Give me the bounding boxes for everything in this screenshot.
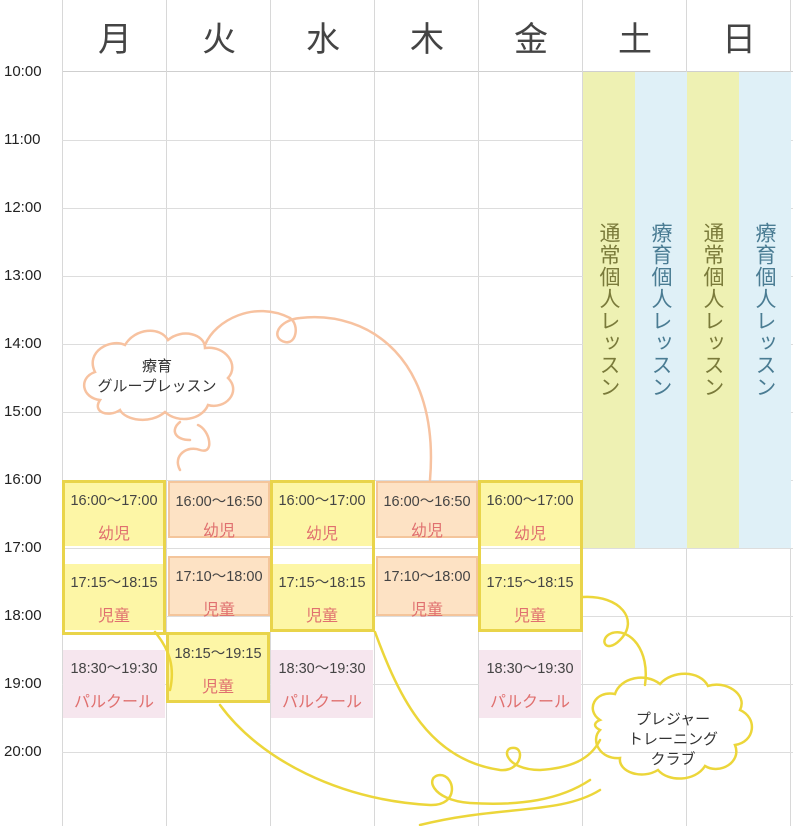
slot-time: 16:00〜16:50: [383, 494, 471, 510]
wed-slot-child[interactable]: 17:15〜18:15 児童: [271, 564, 373, 630]
mon-slot-infant[interactable]: 16:00〜17:00 幼児: [63, 482, 165, 546]
pleasure-cloud-outline: [591, 672, 754, 780]
slot-time: 17:10〜18:00: [175, 569, 263, 585]
time-label: 13:00: [4, 267, 42, 284]
slot-class: 児童: [97, 608, 130, 625]
fri-pleasure-outline: [478, 480, 583, 632]
sat-therapy-lesson-label: 療育個人レッスン: [649, 222, 673, 398]
slot-time: 18:30〜19:30: [278, 661, 366, 677]
thu-slot-infant[interactable]: 16:00〜16:50 幼児: [376, 481, 478, 540]
time-label: 12:00: [4, 199, 42, 216]
time-label: 11:00: [4, 131, 41, 148]
day-header-thu: 木: [410, 19, 444, 60]
slot-time: 16:00〜16:50: [175, 494, 263, 510]
fri-slot-parkour[interactable]: 18:30〜19:30 パルクール: [479, 650, 581, 718]
time-label: 16:00: [4, 471, 42, 488]
slot-time: 17:15〜18:15: [486, 575, 574, 591]
fri-slot-infant[interactable]: 16:00〜17:00 幼児: [479, 482, 581, 546]
slot-time: 18:30〜19:30: [70, 661, 158, 677]
pleasure-cloud-line1: プレジャー: [635, 710, 711, 728]
slot-time: 18:15〜19:15: [174, 646, 262, 662]
sun-regular-lesson-block[interactable]: 通常個人レッスン: [687, 72, 739, 548]
slot-class: 幼児: [202, 523, 235, 540]
day-header-sat: 土: [618, 19, 652, 60]
wed-slot-parkour[interactable]: 18:30〜19:30 パルクール: [271, 650, 373, 718]
sun-therapy-lesson-block[interactable]: 療育個人レッスン: [739, 72, 791, 548]
slot-class: 児童: [305, 608, 338, 625]
slot-class: 児童: [513, 608, 546, 625]
fri-slot-child[interactable]: 17:15〜18:15 児童: [479, 564, 581, 630]
pleasure-cloud-label: プレジャー トレーニング クラブ: [598, 709, 748, 769]
slot-time: 16:00〜17:00: [278, 493, 366, 509]
slot-class: 児童: [410, 602, 443, 619]
time-label: 19:00: [4, 675, 42, 692]
day-header-mon: 月: [98, 19, 132, 60]
slot-time: 18:30〜19:30: [486, 661, 574, 677]
therapy-cloud-outline: [83, 329, 235, 421]
mon-slot-parkour[interactable]: 18:30〜19:30 パルクール: [63, 650, 165, 718]
time-label: 15:00: [4, 403, 42, 420]
time-label: 10:00: [4, 63, 42, 80]
sat-therapy-lesson-block[interactable]: 療育個人レッスン: [635, 72, 687, 548]
therapy-cloud-line2: グループレッスン: [97, 377, 217, 395]
pleasure-cloud-line3: クラブ: [650, 750, 696, 768]
day-header-wed: 水: [306, 19, 340, 60]
slot-time: 17:15〜18:15: [278, 575, 366, 591]
mon-slot-child[interactable]: 17:15〜18:15 児童: [63, 564, 165, 630]
sun-regular-lesson-label: 通常個人レッスン: [701, 222, 725, 398]
slot-class: 児童: [202, 602, 235, 619]
slot-time: 17:10〜18:00: [383, 569, 471, 585]
mon-pleasure-outline: [62, 480, 166, 635]
time-label: 17:00: [4, 539, 42, 556]
therapy-group-cloud-label: 療育 グループレッスン: [82, 356, 232, 396]
slot-class: 幼児: [513, 526, 546, 543]
time-label: 18:00: [4, 607, 42, 624]
tue-slot-infant[interactable]: 16:00〜16:50 幼児: [168, 481, 270, 540]
day-header-fri: 金: [514, 19, 548, 60]
time-label: 20:00: [4, 743, 42, 760]
slot-time: 16:00〜17:00: [486, 493, 574, 509]
sat-regular-lesson-label: 通常個人レッスン: [597, 222, 621, 398]
tue-slot-child-late[interactable]: 18:15〜19:15 児童: [166, 632, 270, 703]
slot-class: パルクール: [281, 694, 362, 711]
day-header-tue: 火: [202, 19, 236, 60]
tue-slot-child[interactable]: 17:10〜18:00 児童: [168, 556, 270, 619]
slot-time: 17:15〜18:15: [70, 575, 158, 591]
slot-time: 16:00〜17:00: [70, 493, 158, 509]
slot-class: パルクール: [489, 694, 570, 711]
slot-class: 児童: [201, 679, 234, 696]
sat-regular-lesson-block[interactable]: 通常個人レッスン: [583, 72, 635, 548]
wed-pleasure-outline: [270, 480, 375, 632]
slot-class: 幼児: [305, 526, 338, 543]
slot-class: 幼児: [410, 523, 443, 540]
day-header-sun: 日: [722, 19, 756, 60]
sun-therapy-lesson-label: 療育個人レッスン: [753, 222, 777, 398]
slot-class: パルクール: [73, 694, 154, 711]
thu-slot-child[interactable]: 17:10〜18:00 児童: [376, 556, 478, 619]
slot-class: 幼児: [97, 526, 130, 543]
wed-slot-infant[interactable]: 16:00〜17:00 幼児: [271, 482, 373, 546]
time-label: 14:00: [4, 335, 42, 352]
therapy-cloud-line1: 療育: [141, 357, 172, 375]
pleasure-cloud-line2: トレーニング: [627, 730, 718, 748]
